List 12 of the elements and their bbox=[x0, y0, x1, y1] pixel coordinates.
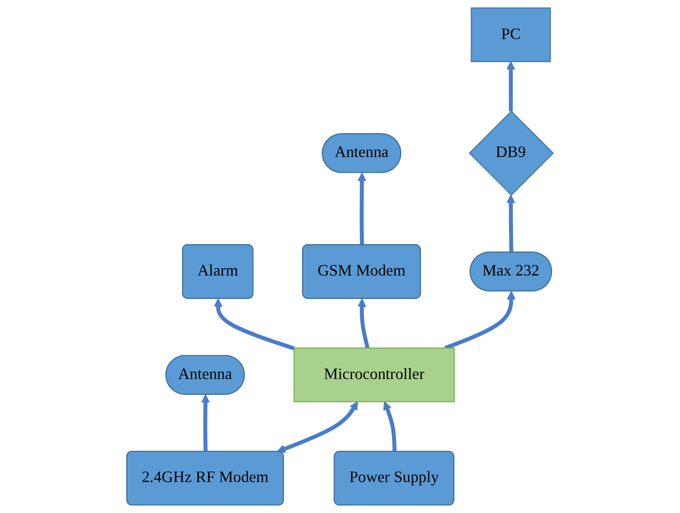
arrow bbox=[506, 61, 516, 112]
arrow bbox=[276, 401, 358, 453]
node-box: PC bbox=[470, 7, 551, 62]
arrow bbox=[358, 172, 366, 246]
arrow bbox=[383, 401, 397, 452]
node-diamond: DB9 bbox=[468, 110, 554, 196]
arrow bbox=[357, 298, 370, 349]
node-box: Microcontroller bbox=[294, 348, 455, 402]
arrow bbox=[506, 194, 516, 253]
arrow bbox=[201, 394, 210, 452]
arrow bbox=[214, 298, 295, 350]
arrow bbox=[444, 291, 516, 350]
